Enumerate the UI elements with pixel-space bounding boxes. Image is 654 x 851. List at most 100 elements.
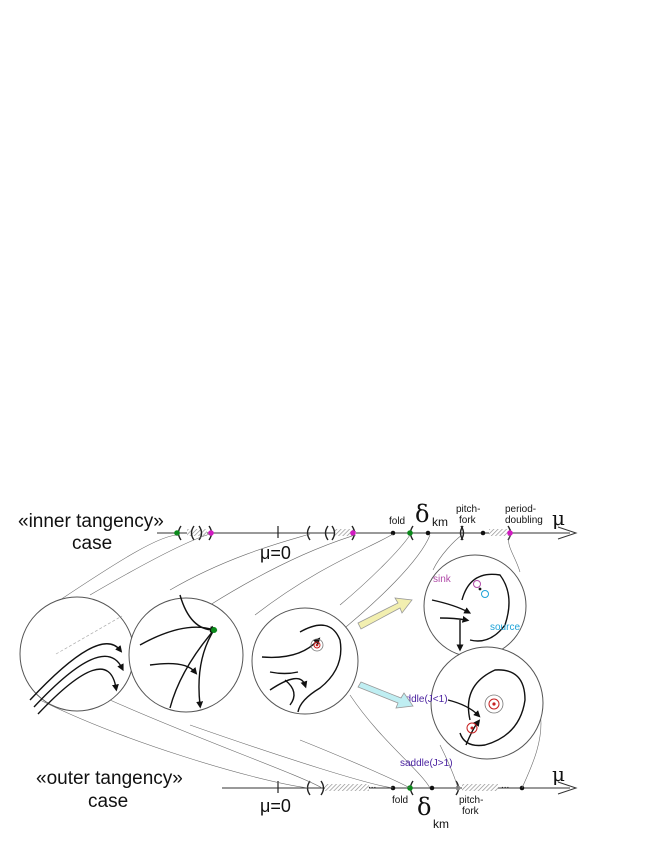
inner-paren-icon [306, 525, 311, 541]
inner-axis-arrow-icon [557, 526, 578, 540]
inner-period-line1: period- [505, 504, 536, 515]
outer-tangency-axis-group: «outer tangency» case μ μ=0 ... fold δ k… [36, 762, 578, 831]
connector-line [254, 533, 394, 616]
inner-paren-icon [459, 525, 464, 541]
flow-curve [139, 625, 218, 646]
transition-arrows [357, 597, 414, 709]
inner-axis-mu-label: μ [552, 506, 565, 530]
red-center-dot-icon [470, 726, 474, 730]
inner-title-line1: «inner tangency» [18, 511, 164, 532]
outer-axis-arrow-icon [557, 781, 578, 795]
magenta-fixed-point-dot-icon [350, 530, 356, 536]
portrait-circle-2 [128, 597, 244, 713]
inner-tangency-axis-group: «inner tangency» case μ μ=0 [18, 500, 578, 563]
flow-curve [169, 629, 215, 709]
portrait-circle-3 [251, 607, 359, 715]
outer-fold-label: fold [392, 795, 408, 806]
connector-line [209, 534, 356, 606]
flow-curve [465, 719, 481, 746]
pitchfork-point-dot-icon [480, 530, 486, 536]
portrait-circle-5 [430, 646, 544, 760]
connector-line [339, 534, 411, 606]
outer-dots-right: ... [501, 780, 509, 791]
magenta-fixed-point-dot-icon [208, 530, 214, 536]
outer-axis-mu-label: μ [552, 762, 565, 786]
inner-hatched-interval-icon [489, 529, 511, 536]
flow-curve [459, 669, 526, 747]
spiral-center-icon [310, 638, 324, 652]
delta-km-point-dot-icon [425, 530, 431, 536]
spiral-center-icon [313, 641, 321, 649]
inner-paren-icon [198, 525, 203, 541]
flow-curve [269, 671, 299, 675]
flow-curve [439, 615, 470, 623]
phase-portrait-1 [19, 596, 135, 715]
green-fixed-point-dot-icon [211, 627, 217, 633]
connector-line [439, 744, 459, 789]
outer-dots-left: ... [368, 780, 376, 791]
outer-pitchfork-line2: fork [462, 806, 480, 817]
portrait-circle-1 [19, 596, 135, 712]
dashed-line [55, 615, 123, 655]
cyan-arrow-icon [357, 681, 414, 709]
connector-line [59, 534, 179, 601]
spiral-center-icon [484, 694, 504, 714]
connector-line [89, 533, 211, 596]
green-fixed-point-dot-icon [407, 530, 413, 536]
inner-delta-subscript: km [432, 515, 448, 529]
connector-line [432, 534, 463, 571]
saddle-dot-icon [478, 587, 482, 591]
outer-pitchfork-line1: pitch- [459, 795, 483, 806]
green-fixed-point-dot-icon [174, 530, 180, 536]
flow-curve [149, 662, 198, 675]
inner-delta-symbol: δ [415, 500, 429, 528]
red-center-dot-icon [492, 702, 496, 706]
outer-title-line1: «outer tangency» [36, 768, 183, 789]
magenta-fixed-point-dot-icon [507, 530, 513, 536]
flow-curve [269, 677, 308, 691]
phase-portrait-3 [251, 607, 359, 715]
fold-point-dot-icon [390, 530, 396, 536]
saddle-lt-label: saddle(J<1) [395, 694, 448, 705]
inner-hatched-interval-icon [334, 529, 356, 536]
inner-paren-icon [324, 525, 329, 541]
flow-curve [29, 643, 123, 701]
outer-hatched-interval-icon [325, 784, 369, 791]
inner-pitchfork-line2: fork [459, 515, 477, 526]
phase-portrait-4: sink source [423, 554, 527, 658]
outer-hatched-interval-icon [462, 784, 498, 791]
phase-portrait-2 [128, 594, 244, 713]
flow-curve [179, 594, 218, 634]
flow-curve [431, 599, 472, 614]
sink-spiral-icon [473, 580, 481, 588]
yellow-arrow-icon [357, 597, 413, 630]
inner-hatched-interval-icon [187, 529, 207, 536]
delta-km-point-dot-icon [429, 785, 435, 791]
connector-line [39, 699, 309, 789]
inner-pitchfork-line1: pitch- [456, 504, 480, 515]
flow-curve [284, 679, 295, 706]
flow-curve [461, 573, 510, 642]
connector-lines [39, 533, 542, 789]
connector-line [299, 739, 411, 789]
connector-line [508, 534, 521, 573]
flow-curve [33, 655, 124, 708]
sink-label: sink [433, 574, 452, 585]
spiral-center-icon [466, 722, 478, 734]
inner-period-line2: doubling [505, 515, 543, 526]
inner-title-line2: case [72, 533, 112, 554]
connector-line [109, 699, 323, 789]
inner-mu0-label: μ=0 [260, 543, 291, 563]
flow-curve [37, 668, 119, 715]
source-spiral-icon [481, 590, 489, 598]
outer-paren-icon [320, 780, 325, 796]
inner-fold-label: fold [389, 516, 405, 527]
connector-line [349, 694, 431, 789]
inner-paren-icon [190, 525, 195, 541]
connector-line [189, 724, 394, 789]
outer-delta-subscript: km [433, 817, 449, 831]
connector-line [169, 533, 311, 591]
flow-curve [447, 699, 481, 718]
